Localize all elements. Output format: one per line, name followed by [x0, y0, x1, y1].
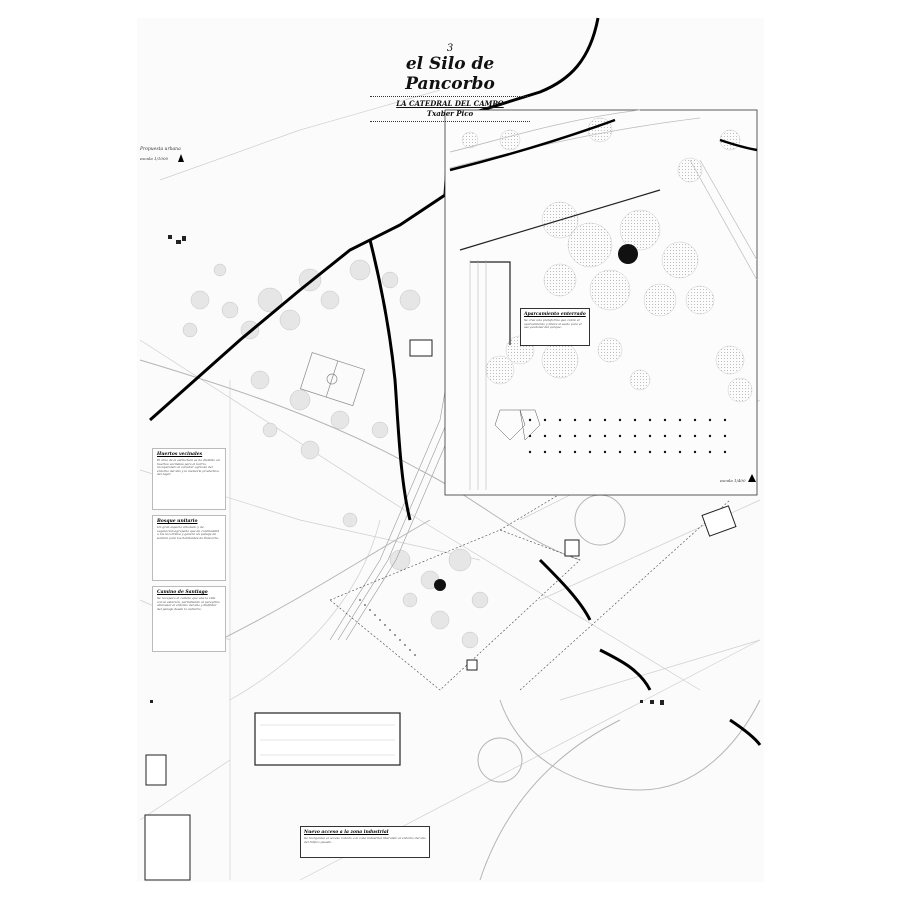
author-name: Txaber Pico — [426, 109, 474, 118]
page-subtitle: LA CATEDRAL DEL CAMPO — [396, 99, 504, 108]
title-block: 3 el Silo de Pancorbo LA CATEDRAL DEL CA… — [370, 44, 530, 124]
callout-industrial: Nuevo acceso a la zona industrial Se reo… — [300, 826, 430, 858]
river — [149, 17, 762, 746]
callout-text: Se reorganiza el acceso rodado a la zona… — [304, 836, 426, 844]
silo-grid-small — [434, 579, 446, 591]
industrial-building — [254, 712, 401, 766]
football-field — [300, 352, 365, 407]
inset-plan — [444, 109, 758, 496]
main-scale-label: escala 1/1000 — [140, 156, 169, 161]
north-arrow-icon — [178, 154, 184, 162]
tree-clusters — [182, 259, 489, 649]
title-number: 3 — [446, 43, 454, 54]
page-title: el Silo de Pancorbo — [405, 54, 495, 94]
panel-huertos: Huertos vecinales El área de la estructu… — [152, 448, 226, 510]
inset-scale-label: escala 1/400 — [720, 478, 746, 483]
panel-text: Se recupera el camino que une la villa c… — [157, 596, 220, 611]
callout-heading: Aparcamiento enterrado — [524, 312, 586, 317]
small-buildings — [144, 339, 737, 881]
title-rule — [370, 96, 530, 97]
roads — [139, 359, 761, 881]
panel-bosque: Bosque unitario Un gran espacio arbolado… — [152, 515, 226, 581]
panel-text: El área de la estructura se ha dividido … — [157, 458, 220, 477]
title-rule-bottom — [370, 121, 530, 122]
panel-heading: Bosque unitario — [157, 519, 198, 524]
inset-allotment-grid — [528, 418, 727, 454]
callout-parking: Aparcamiento enterrado Se crea una plata… — [520, 308, 590, 346]
panel-heading: Huertos vecinales — [157, 452, 203, 457]
scattered-blocks — [150, 235, 664, 705]
panel-camino: Camino de Santiago Se recupera el camino… — [152, 586, 226, 652]
urban-proposal-label: Propuesta urbana — [140, 147, 181, 152]
panel-heading: Camino de Santiago — [157, 590, 208, 595]
callout-text: Se crea una plataforma que cubre el apar… — [524, 318, 582, 330]
allotments-small — [359, 599, 416, 656]
callout-heading: Nuevo acceso a la zona industrial — [304, 830, 389, 835]
panel-text: Un gran espacio arbolado y de vegetación… — [157, 525, 220, 540]
